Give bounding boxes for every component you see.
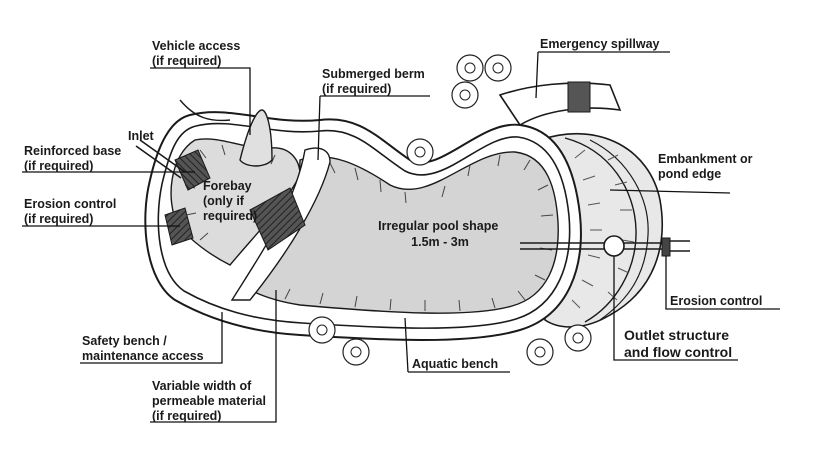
label-safety-bench: Safety bench / maintenance access (82, 334, 204, 363)
label-reinforced-base: Reinforced base (if required) (24, 144, 125, 173)
shrub-icon (342, 338, 370, 366)
labels: Vehicle access (if required) Submerged b… (24, 37, 762, 423)
shrubs (308, 54, 592, 366)
label-embankment: Embankment or pond edge (658, 152, 756, 181)
label-emergency-spillway: Emergency spillway (540, 37, 660, 51)
shrub-icon (456, 54, 484, 82)
label-aquatic-bench: Aquatic bench (412, 357, 498, 371)
shrub-icon (406, 138, 434, 166)
permeable-material (249, 187, 306, 251)
leader-lines (22, 51, 780, 423)
vehicle-access-ramp (179, 99, 273, 167)
shrub-icon (451, 81, 479, 109)
emergency-spillway (498, 81, 622, 127)
label-vehicle-access: Vehicle access (if required) (152, 39, 244, 68)
label-pool-shape: Irregular pool shape 1.5m - 3m (378, 219, 502, 249)
label-submerged-berm: Submerged berm (if required) (322, 67, 428, 96)
label-forebay: Forebay (only if required) (203, 179, 257, 223)
label-erosion-control-left: Erosion control (if required) (24, 197, 120, 226)
inlet-pipe (135, 139, 186, 179)
label-inlet: Inlet (128, 129, 155, 143)
pipe-endwall-icon (661, 237, 671, 257)
outlet-structure (520, 235, 690, 257)
pool-body (248, 151, 559, 314)
shrub-icon (564, 324, 592, 352)
label-erosion-control-right: Erosion control (670, 294, 762, 308)
shrub-icon (308, 316, 336, 344)
shrub-icon (484, 54, 512, 82)
spillway-block-icon (567, 81, 591, 113)
label-variable-width: Variable width of permeable material (if… (152, 379, 269, 423)
reinforced-base (174, 149, 211, 191)
outlet-riser-icon (603, 235, 625, 257)
label-outlet-structure: Outlet structure and flow control (624, 327, 733, 360)
shrub-icon (526, 338, 554, 366)
